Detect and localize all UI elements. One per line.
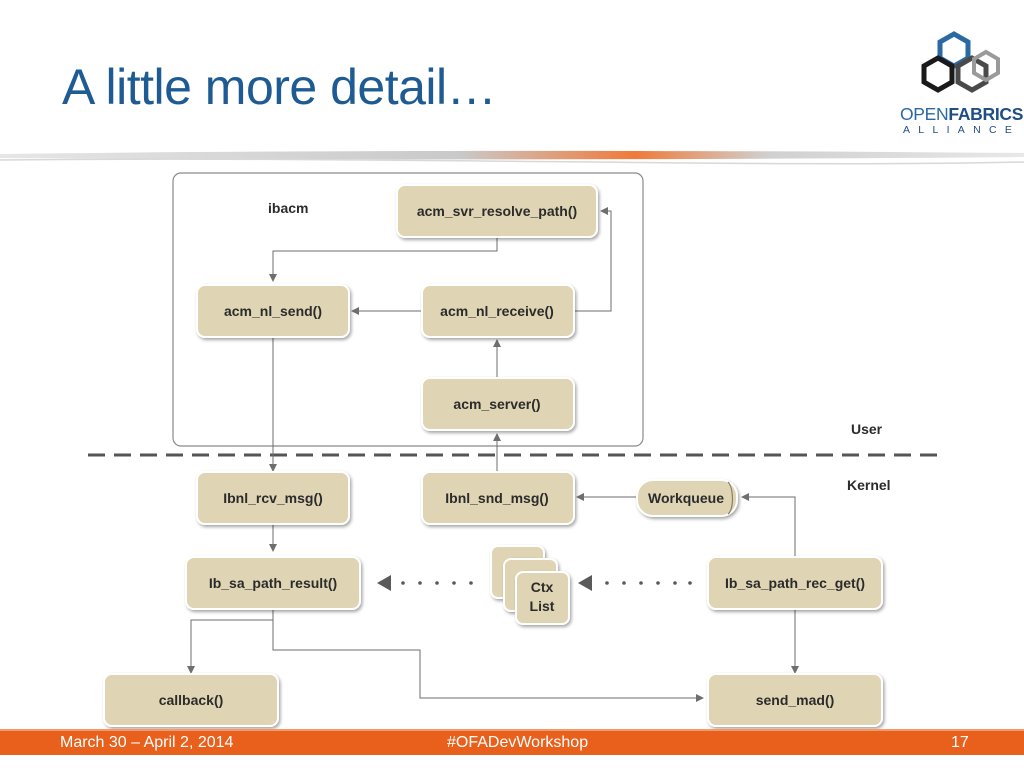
bottom-strip [0,755,1024,768]
arrow-recget-to-workqueue [741,493,796,557]
logo-word-open: OPEN [900,104,949,124]
node-label: Ibnl_rcv_msg() [223,490,323,506]
list-label: List [530,598,555,614]
footer-page-number: 17 [951,734,969,751]
footer-date: March 30 – April 2, 2014 [60,734,234,751]
kernel-region-label: Kernel [847,477,891,493]
user-region-label: User [851,421,883,437]
node-label: acm_svr_resolve_path() [417,203,577,219]
node-ibnl-rcv-msg: Ibnl_rcv_msg() [196,471,350,525]
node-label: Ib_sa_path_result() [209,575,337,591]
node-acm-nl-receive: acm_nl_receive() [421,284,575,338]
node-label: Ibnl_snd_msg() [445,490,548,506]
hexagon-logo-icon [921,31,1000,93]
node-ibnl-snd-msg: Ibnl_snd_msg() [421,471,575,525]
node-label: acm_nl_receive() [440,303,554,319]
node-ib-sa-path-result: Ib_sa_path_result() [185,556,361,610]
logo-subtitle: ALLIANCE [903,124,1021,136]
node-label: acm_server() [453,396,540,412]
ibacm-flow-diagram: ibacm User Kernel acm_svr_resolve_ [88,172,946,727]
node-callback: callback() [103,673,279,727]
ctx-label: Ctx [531,579,554,595]
arrow-receive-to-resolve [574,207,612,312]
node-acm-nl-send: acm_nl_send() [196,284,350,338]
dotted-arrow-recget-to-ctx [578,575,692,591]
node-label: Workqueue [648,490,724,506]
node-ib-sa-path-rec-get: Ib_sa_path_rec_get() [707,556,883,610]
node-label: acm_nl_send() [224,303,322,319]
logo-word-fabrics: FABRICS [948,104,1024,124]
slide-footer: March 30 – April 2, 2014 #OFADevWorkshop… [0,729,1024,755]
footer-hashtag: #OFADevWorkshop [447,734,589,751]
node-ctx-list-stack: Ctx List [490,545,570,625]
node-send-mad: send_mad() [707,673,883,727]
ibacm-group-box [172,172,644,447]
openfabrics-logo: OPENFABRICS ALLIANCE [896,28,1023,138]
node-label: Ib_sa_path_rec_get() [725,575,865,591]
logo-wordmark: OPENFABRICS [900,104,1023,125]
arrow-result-to-sendmad [272,608,704,702]
node-label: send_mad() [756,692,835,708]
title-divider [0,150,1024,165]
node-acm-server: acm_server() [421,377,575,431]
dotted-arrow-ctx-to-result [377,575,473,591]
node-acm-svr-resolve-path: acm_svr_resolve_path() [396,184,598,238]
ibacm-label: ibacm [268,200,308,216]
arrow-resolve-to-send [269,237,498,282]
node-workqueue: Workqueue [636,479,738,517]
arrow-result-to-callback [187,608,274,674]
slide-title: A little more detail… [62,59,497,115]
node-label: callback() [159,692,224,708]
